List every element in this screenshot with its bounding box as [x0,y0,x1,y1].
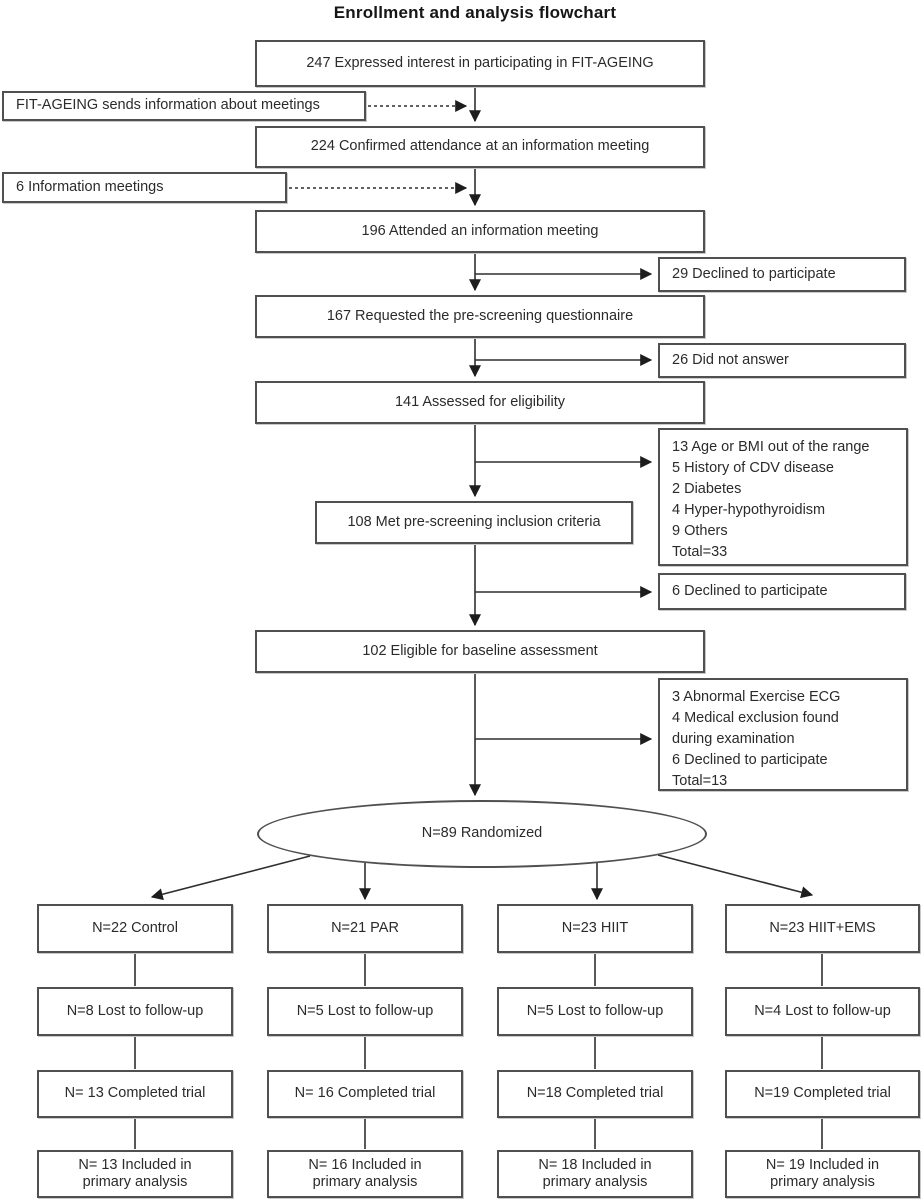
node-arm-hiit-ems: N=23 HIIT+EMS [725,904,920,953]
node-attended-meeting: 196 Attended an information meeting [255,210,705,253]
node-declined-29: 29 Declined to participate [658,257,906,292]
node-hiit-ems-included: N= 19 Included in primary analysis [725,1150,920,1198]
node-hiit-lost: N=5 Lost to follow-up [497,987,693,1036]
node-control-completed: N= 13 Completed trial [37,1070,233,1118]
node-baseline-exclusions: 3 Abnormal Exercise ECG 4 Medical exclus… [658,678,908,791]
node-par-completed: N= 16 Completed trial [267,1070,463,1118]
node-par-included: N= 16 Included in primary analysis [267,1150,463,1198]
node-declined-6: 6 Declined to participate [658,573,906,610]
node-met-prescreening-criteria: 108 Met pre-screening inclusion criteria [315,501,633,544]
node-par-lost: N=5 Lost to follow-up [267,987,463,1036]
flowchart-title: Enrollment and analysis flowchart [333,3,617,22]
node-prescreening-exclusions: 13 Age or BMI out of the range 5 History… [658,428,908,566]
node-arm-hiit: N=23 HIIT [497,904,693,953]
node-confirmed-attendance: 224 Confirmed attendance at an informati… [255,126,705,168]
node-control-included: N= 13 Included in primary analysis [37,1150,233,1198]
node-expressed-interest: 247 Expressed interest in participating … [255,40,705,87]
node-hiit-ems-lost: N=4 Lost to follow-up [725,987,920,1036]
note-information-meetings: 6 Information meetings [2,172,287,203]
node-hiit-included: N= 18 Included in primary analysis [497,1150,693,1198]
node-hiit-completed: N=18 Completed trial [497,1070,693,1118]
node-assessed-eligibility: 141 Assessed for eligibility [255,381,705,424]
node-control-lost: N=8 Lost to follow-up [37,987,233,1036]
node-requested-questionnaire: 167 Requested the pre-screening question… [255,295,705,338]
node-randomized: N=89 Randomized [257,800,707,868]
node-did-not-answer-26: 26 Did not answer [658,343,906,378]
node-arm-par: N=21 PAR [267,904,463,953]
node-eligible-baseline: 102 Eligible for baseline assessment [255,630,705,673]
node-hiit-ems-completed: N=19 Completed trial [725,1070,920,1118]
note-sends-information: FIT-AGEING sends information about meeti… [2,91,366,121]
node-arm-control: N=22 Control [37,904,233,953]
